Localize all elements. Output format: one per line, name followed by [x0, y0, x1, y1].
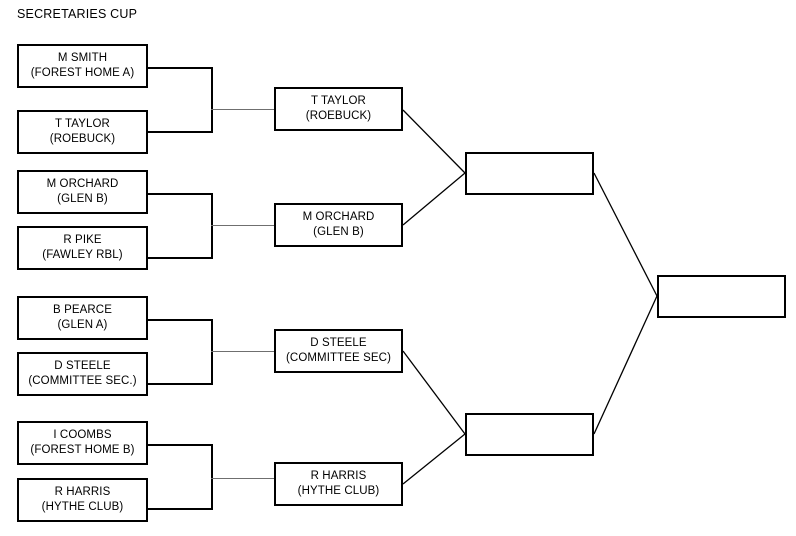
connector-3-top [148, 319, 213, 321]
player-club: (GLEN A) [57, 319, 108, 331]
player-name: M ORCHARD [46, 178, 119, 190]
connector-2-top [148, 193, 213, 195]
player-name: R HARRIS [310, 470, 367, 482]
connector-1-top [148, 67, 213, 69]
player-name: M ORCHARD [302, 211, 375, 223]
connector-4-spine [211, 444, 213, 510]
connector-4-top [148, 444, 213, 446]
player-club: (HYTHE CLUB) [41, 501, 124, 513]
diagonal-r2-1-to-sf-1 [402, 109, 466, 174]
player-club: (FAWLEY RBL) [42, 249, 123, 261]
round2-match-box-1[interactable]: T TAYLOR (ROEBUCK) [274, 87, 403, 131]
round1-match-box-4[interactable]: R PIKE (FAWLEY RBL) [17, 226, 148, 270]
connector-4-stem [211, 478, 274, 479]
round1-match-box-5[interactable]: B PEARCE (GLEN A) [17, 296, 148, 340]
semifinal-match-box-1[interactable] [465, 152, 594, 195]
connector-1-stem [211, 109, 274, 110]
connector-4-bottom [148, 508, 213, 510]
player-club: (COMMITTEE SEC.) [28, 375, 137, 387]
round1-match-box-7[interactable]: I COOMBS (FOREST HOME B) [17, 421, 148, 465]
semifinal-match-box-2[interactable] [465, 413, 594, 456]
player-name: D STEELE [310, 337, 367, 349]
connector-3-stem [211, 351, 274, 352]
round1-match-box-2[interactable]: T TAYLOR (ROEBUCK) [17, 110, 148, 154]
round2-match-box-2[interactable]: M ORCHARD (GLEN B) [274, 203, 403, 247]
player-club: (FOREST HOME B) [30, 444, 135, 456]
player-name: M SMITH [57, 52, 108, 64]
connector-3-spine [211, 319, 213, 385]
connector-1-spine [211, 67, 213, 133]
player-name: B PEARCE [53, 304, 112, 316]
round1-match-box-6[interactable]: D STEELE (COMMITTEE SEC.) [17, 352, 148, 396]
player-club: (GLEN B) [57, 193, 108, 205]
player-name: R HARRIS [54, 486, 111, 498]
diagonal-sf-2-to-final [593, 295, 658, 435]
round2-match-box-3[interactable]: D STEELE (COMMITTEE SEC) [274, 329, 403, 373]
round2-match-box-4[interactable]: R HARRIS (HYTHE CLUB) [274, 462, 403, 506]
player-club: (ROEBUCK) [49, 133, 116, 145]
connector-1-bottom [148, 131, 213, 133]
player-club: (COMMITTEE SEC) [286, 352, 391, 364]
diagonal-r2-2-to-sf-1 [402, 172, 466, 226]
player-club: (GLEN B) [313, 226, 364, 238]
page-title: SECRETARIES CUP [17, 7, 138, 21]
player-club: (FOREST HOME A) [30, 67, 135, 79]
connector-2-bottom [148, 257, 213, 259]
player-club: (HYTHE CLUB) [297, 485, 380, 497]
player-name: R PIKE [63, 234, 102, 246]
diagonal-sf-1-to-final [593, 172, 658, 297]
round1-match-box-1[interactable]: M SMITH (FOREST HOME A) [17, 44, 148, 88]
connector-2-stem [211, 225, 274, 226]
diagonal-r2-4-to-sf-2 [402, 433, 466, 485]
connector-3-bottom [148, 383, 213, 385]
player-name: T TAYLOR [55, 118, 110, 130]
player-club: (ROEBUCK) [305, 110, 372, 122]
connector-2-spine [211, 193, 213, 259]
player-name: I COOMBS [53, 429, 112, 441]
round1-match-box-8[interactable]: R HARRIS (HYTHE CLUB) [17, 478, 148, 522]
final-match-box[interactable] [657, 275, 786, 318]
diagonal-r2-3-to-sf-2 [402, 350, 466, 435]
player-name: D STEELE [54, 360, 111, 372]
round1-match-box-3[interactable]: M ORCHARD (GLEN B) [17, 170, 148, 214]
player-name: T TAYLOR [311, 95, 366, 107]
